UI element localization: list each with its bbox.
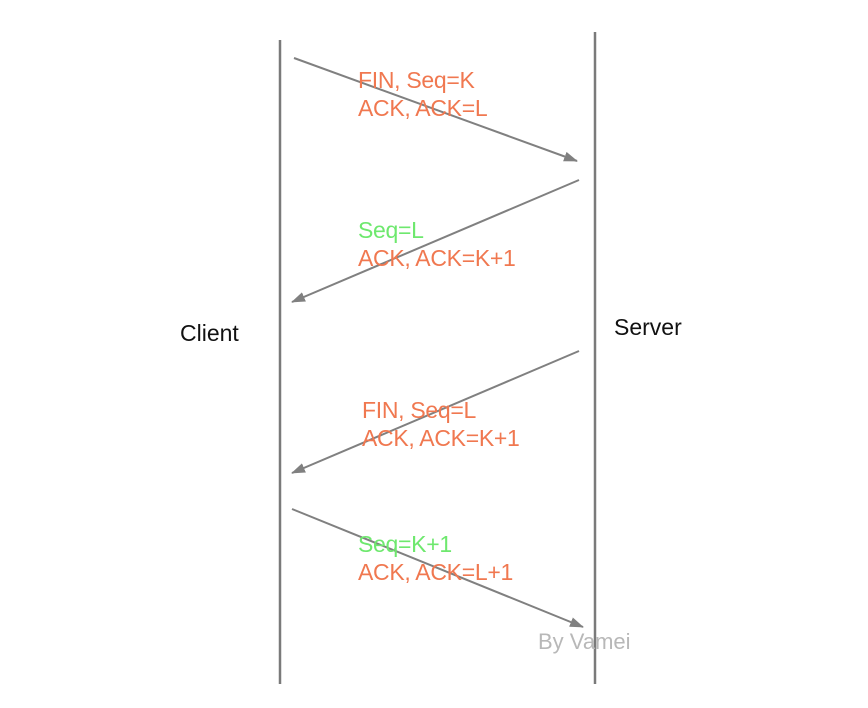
author-credit: By Vamei [538, 629, 631, 654]
message-1-line1: FIN, Seq=K [358, 67, 475, 93]
client-label: Client [180, 320, 239, 346]
message-2-line2: ACK, ACK=K+1 [358, 245, 516, 271]
message-3-line2: ACK, ACK=K+1 [362, 425, 520, 451]
server-label: Server [614, 314, 682, 340]
message-arrow-3 [291, 350, 580, 474]
message-1-line2: ACK, ACK=L [358, 95, 488, 121]
message-4-line1: Seq=K+1 [358, 531, 452, 557]
message-3-line1: FIN, Seq=L [362, 397, 476, 423]
message-arrow-4 [291, 508, 584, 628]
message-arrow-2 [291, 179, 580, 303]
message-2-line1: Seq=L [358, 217, 424, 243]
message-4-line2: ACK, ACK=L+1 [358, 559, 513, 585]
message-arrow-1 [293, 57, 578, 162]
